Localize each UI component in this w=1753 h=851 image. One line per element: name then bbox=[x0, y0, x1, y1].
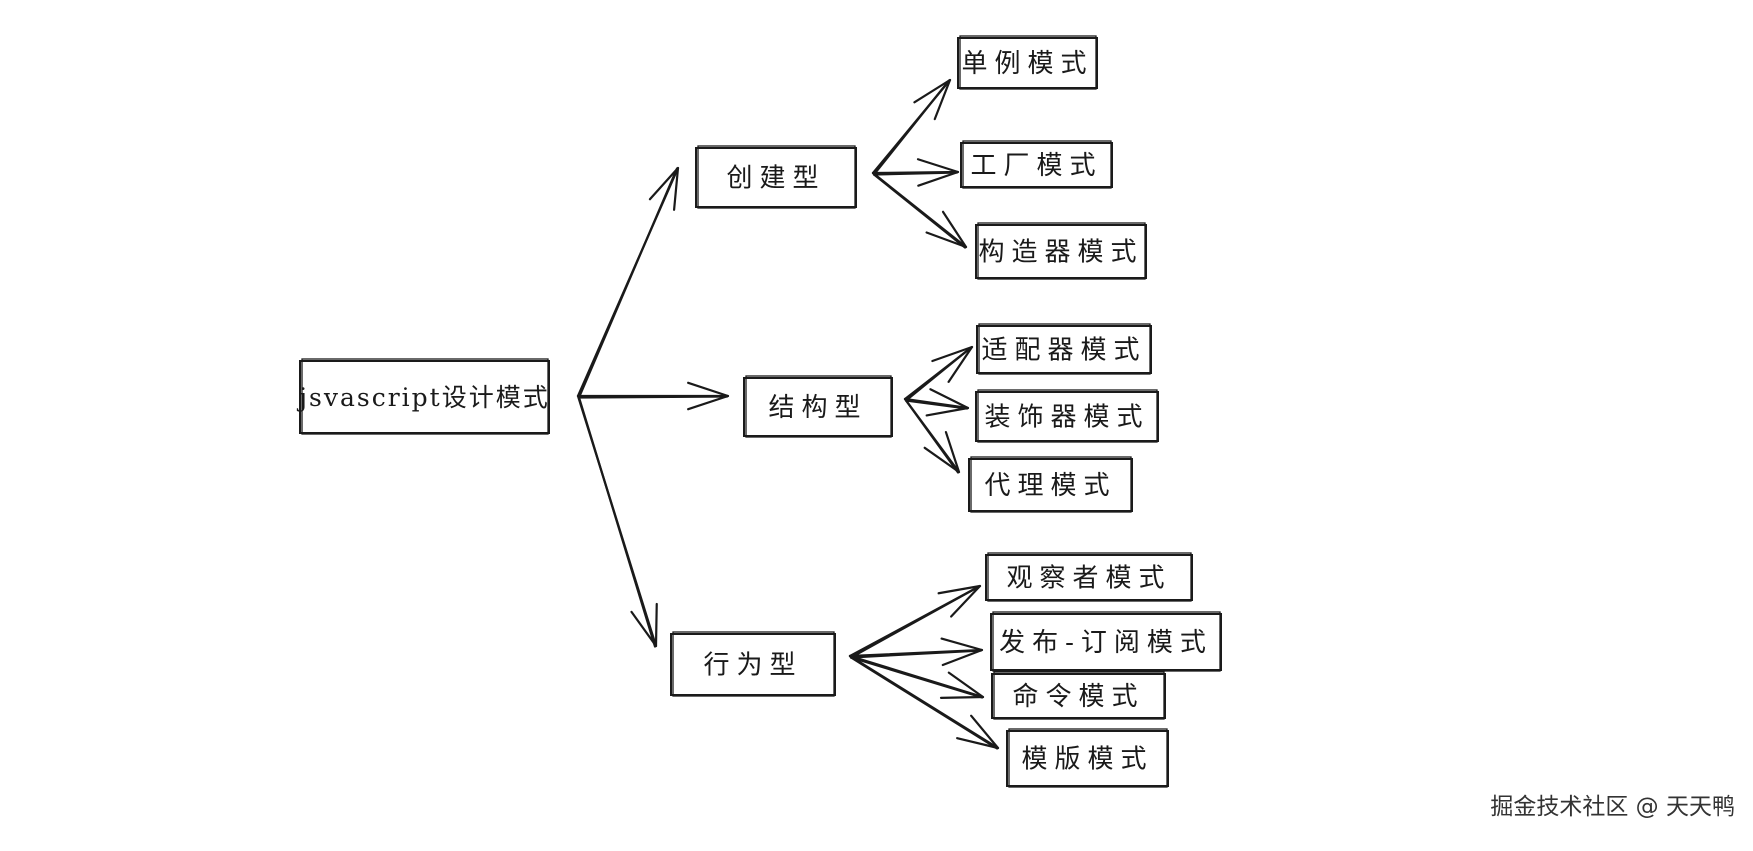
node-box-sketch bbox=[978, 323, 1151, 375]
arrowhead-icon bbox=[925, 388, 970, 417]
node-behavioral: 行为型 bbox=[670, 631, 836, 697]
node-label: 发布-订阅模式 bbox=[999, 628, 1213, 658]
edge-line-sketch bbox=[904, 346, 973, 402]
edge-structural-to-adapter bbox=[903, 345, 974, 402]
node-structural: 结构型 bbox=[743, 375, 893, 438]
node-box bbox=[991, 673, 1166, 719]
arrowhead-icon bbox=[931, 345, 974, 383]
node-label: 工厂模式 bbox=[970, 151, 1102, 181]
node-box-sketch bbox=[992, 611, 1221, 672]
edge-line-sketch bbox=[849, 649, 983, 659]
edge-line-sketch bbox=[904, 399, 969, 410]
node-box-sketch bbox=[1008, 728, 1168, 788]
arrowhead-icon bbox=[925, 210, 968, 249]
edge-line-sketch bbox=[577, 396, 657, 648]
arrowhead-icon bbox=[648, 166, 680, 211]
arrowhead-icon bbox=[913, 78, 952, 121]
node-box-sketch bbox=[745, 375, 892, 438]
arrowhead-icon bbox=[916, 158, 960, 187]
arrowhead-icon bbox=[937, 584, 982, 618]
node-box bbox=[968, 458, 1133, 512]
node-box-sketch bbox=[301, 358, 549, 435]
edge-behavioral-to-pubsub bbox=[848, 637, 984, 667]
edge-creational-to-singleton bbox=[871, 78, 952, 176]
arrowhead-icon bbox=[956, 714, 1000, 750]
node-box bbox=[957, 37, 1098, 89]
node-box bbox=[960, 142, 1113, 188]
edge-line-sketch bbox=[577, 167, 679, 399]
edge-line-sketch bbox=[577, 395, 729, 399]
node-adapter: 适配器模式 bbox=[976, 323, 1152, 375]
node-proxy: 代理模式 bbox=[968, 456, 1133, 513]
edge-line-sketch bbox=[872, 171, 959, 176]
node-box bbox=[976, 325, 1152, 374]
edge-structural-to-proxy bbox=[903, 397, 961, 474]
node-label: 行为型 bbox=[703, 651, 802, 681]
node-label: jsvascript设计模式 bbox=[296, 383, 549, 412]
edge-behavioral-to-template bbox=[848, 654, 1000, 750]
node-label: 单例模式 bbox=[961, 49, 1093, 79]
node-box bbox=[743, 377, 893, 437]
node-box bbox=[990, 613, 1222, 671]
node-label: 代理模式 bbox=[984, 471, 1116, 501]
node-box-sketch bbox=[962, 140, 1112, 189]
node-label: 装饰器模式 bbox=[984, 403, 1149, 433]
node-template: 模版模式 bbox=[1006, 728, 1169, 788]
node-observer: 观察者模式 bbox=[985, 552, 1193, 602]
watermark: 掘金技术社区 @ 天天鸭 bbox=[1490, 794, 1735, 820]
node-label: 模版模式 bbox=[1021, 745, 1153, 775]
arrowhead-icon bbox=[923, 430, 961, 474]
node-box bbox=[299, 360, 550, 434]
node-root: jsvascript设计模式 bbox=[296, 358, 550, 435]
arrowhead-icon bbox=[939, 671, 985, 699]
edge-line-sketch bbox=[849, 656, 984, 699]
node-box-sketch bbox=[993, 671, 1165, 720]
node-box-sketch bbox=[977, 389, 1158, 443]
edge-root-to-behavioral bbox=[576, 394, 658, 648]
node-box-sketch bbox=[959, 35, 1097, 90]
node-creational: 创建型 bbox=[695, 145, 857, 209]
edge-behavioral-to-command bbox=[848, 654, 985, 699]
edge-line-sketch bbox=[904, 399, 960, 474]
edge-line-sketch bbox=[872, 173, 967, 249]
node-factory: 工厂模式 bbox=[960, 140, 1113, 189]
node-label: 构造器模式 bbox=[978, 238, 1143, 268]
arrowhead-icon bbox=[687, 381, 730, 411]
node-decorator: 装饰器模式 bbox=[975, 389, 1159, 443]
node-label: 结构型 bbox=[768, 393, 867, 423]
edge-structural-to-decorator bbox=[903, 388, 970, 417]
node-command: 命令模式 bbox=[991, 671, 1166, 720]
edge-creational-to-factory bbox=[871, 158, 960, 187]
node-box-sketch bbox=[970, 456, 1132, 513]
edge-root-to-creational bbox=[576, 166, 680, 399]
edge-line-sketch bbox=[849, 656, 999, 750]
node-label: 创建型 bbox=[726, 164, 825, 194]
edge-line-sketch bbox=[849, 585, 981, 659]
edges-layer bbox=[576, 78, 1000, 750]
node-box bbox=[695, 147, 857, 208]
node-box-sketch bbox=[987, 552, 1192, 602]
node-label: 适配器模式 bbox=[981, 336, 1146, 366]
edge-line-sketch bbox=[872, 79, 951, 176]
node-box bbox=[975, 391, 1159, 442]
node-pubsub: 发布-订阅模式 bbox=[990, 611, 1222, 672]
node-box-sketch bbox=[697, 145, 856, 209]
node-box bbox=[670, 633, 836, 696]
arrowhead-icon bbox=[630, 602, 658, 648]
node-box-sketch bbox=[672, 631, 835, 697]
node-box-sketch bbox=[977, 222, 1146, 280]
arrowhead-icon bbox=[940, 637, 984, 667]
node-label: 命令模式 bbox=[1012, 682, 1144, 712]
node-box bbox=[985, 554, 1193, 601]
edge-root-to-structural bbox=[576, 381, 730, 411]
edge-behavioral-to-observer bbox=[848, 584, 982, 659]
node-singleton: 单例模式 bbox=[957, 35, 1098, 90]
node-constructor: 构造器模式 bbox=[975, 222, 1147, 280]
node-label: 观察者模式 bbox=[1006, 564, 1171, 594]
edge-creational-to-constructor bbox=[871, 171, 968, 249]
node-box bbox=[975, 224, 1147, 279]
node-box bbox=[1006, 730, 1169, 787]
